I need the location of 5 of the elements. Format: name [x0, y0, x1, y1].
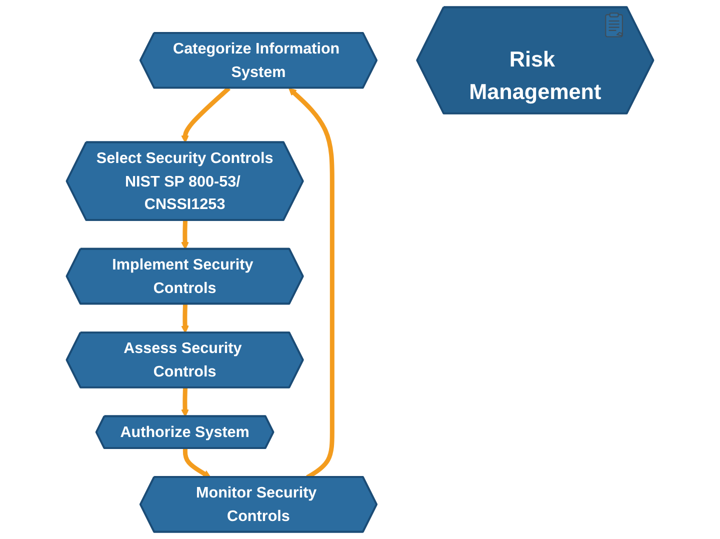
arrow [181, 388, 189, 417]
arrow [181, 86, 230, 143]
arrow [181, 220, 189, 250]
arrow [181, 304, 189, 334]
arrow [182, 448, 211, 478]
